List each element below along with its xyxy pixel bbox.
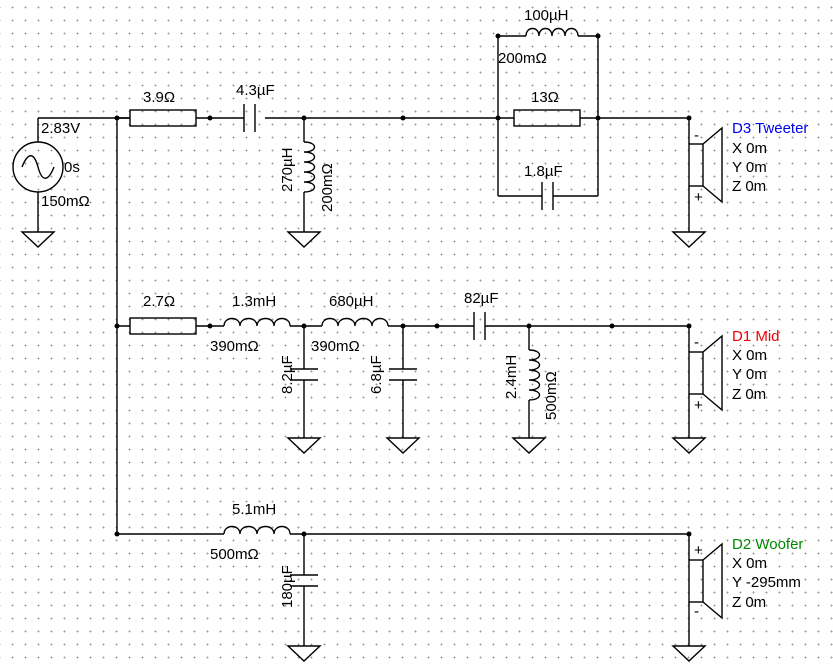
woofer-series-inductor[interactable]: 5.1mH 500mΩ bbox=[210, 501, 291, 563]
mid-driver[interactable]: - + D1 Mid X 0m Y 0m Z 0m bbox=[688, 326, 780, 438]
tweeter-x: X 0m bbox=[732, 140, 767, 157]
mid-x: X 0m bbox=[732, 347, 767, 364]
tweeter-shunt-inductor-res-label: 200mΩ bbox=[319, 163, 336, 212]
woofer-y: Y -295mm bbox=[732, 574, 801, 591]
mid-bottom-polarity: + bbox=[694, 397, 703, 414]
woofer-driver[interactable]: + - D2 Woofer X 0m Y -295mm Z 0m bbox=[688, 534, 803, 646]
tweeter-name: D3 Tweeter bbox=[732, 120, 808, 137]
ground-symbol-tweeter-shunt bbox=[286, 231, 322, 248]
mid-shunt-inductor[interactable]: 2.4mH 500mΩ bbox=[503, 326, 560, 438]
woofer-name: D2 Woofer bbox=[732, 536, 803, 553]
ground-symbol-source bbox=[20, 231, 56, 248]
tweeter-driver[interactable]: - + D3 Tweeter X 0m Y 0m Z 0m bbox=[688, 118, 808, 232]
notch-inductor-res-label: 200mΩ bbox=[498, 50, 547, 67]
mid-series-cap-label: 82µF bbox=[464, 290, 499, 307]
woofer-bottom-polarity: - bbox=[694, 603, 699, 620]
ground-symbol-mid-c2 bbox=[385, 437, 421, 454]
ground-symbol-mid-c1 bbox=[286, 437, 322, 454]
tweeter-notch-resistor[interactable]: 13Ω bbox=[513, 89, 581, 127]
source-phase: 0s bbox=[64, 159, 80, 176]
source-voltage: 2.83V bbox=[41, 120, 80, 137]
mid-name: D1 Mid bbox=[732, 328, 780, 345]
tweeter-notch-capacitor[interactable]: 1.8µF bbox=[498, 163, 598, 210]
voltage-source[interactable]: 2.83V 0s 150mΩ bbox=[12, 117, 130, 232]
ground-symbol-mid bbox=[671, 437, 707, 454]
mid-inductor-1[interactable]: 1.3mH 390mΩ bbox=[210, 293, 291, 355]
tweeter-shunt-inductor[interactable]: 270µH 200mΩ bbox=[279, 118, 336, 232]
mid-c2-label: 6.8µF bbox=[368, 355, 385, 394]
tweeter-series-capacitor[interactable]: 4.3µF bbox=[236, 82, 275, 132]
mid-shunt-cap-1[interactable]: 8.2µF bbox=[279, 326, 318, 438]
tweeter-y: Y 0m bbox=[732, 159, 767, 176]
mid-l1-res-label: 390mΩ bbox=[210, 338, 259, 355]
mid-series-resistor[interactable]: 2.7Ω bbox=[129, 293, 197, 335]
mid-l2-label: 680µH bbox=[329, 293, 374, 310]
mid-c1-label: 8.2µF bbox=[279, 355, 296, 394]
woofer-inductor-res-label: 500mΩ bbox=[210, 546, 259, 563]
woofer-x: X 0m bbox=[732, 555, 767, 572]
mid-inductor-2[interactable]: 680µH 390mΩ bbox=[311, 293, 389, 355]
tweeter-resistor-label: 3.9Ω bbox=[143, 89, 175, 106]
tweeter-notch-inductor[interactable]: 100µH 200mΩ bbox=[498, 7, 598, 67]
mid-l1-label: 1.3mH bbox=[232, 293, 276, 310]
mid-l2-res-label: 390mΩ bbox=[311, 338, 360, 355]
mid-shunt-inductor-label: 2.4mH bbox=[503, 355, 520, 399]
mid-resistor-label: 2.7Ω bbox=[143, 293, 175, 310]
woofer-cap-label: 180µF bbox=[279, 565, 296, 608]
ground-symbol-tweeter bbox=[671, 231, 707, 248]
mid-top-polarity: - bbox=[694, 334, 699, 351]
ground-symbol-woofer bbox=[671, 645, 707, 662]
tweeter-series-resistor[interactable]: 3.9Ω bbox=[129, 89, 197, 127]
tweeter-shunt-inductor-label: 270µH bbox=[279, 147, 296, 192]
notch-cap-label: 1.8µF bbox=[524, 163, 563, 180]
tweeter-cap-label: 4.3µF bbox=[236, 82, 275, 99]
notch-inductor-label: 100µH bbox=[524, 7, 569, 24]
mid-shunt-cap-2[interactable]: 6.8µF bbox=[368, 326, 417, 438]
mid-y: Y 0m bbox=[732, 366, 767, 383]
ground-symbol-mid-l bbox=[511, 437, 547, 454]
mid-z: Z 0m bbox=[732, 386, 766, 403]
mid-series-capacitor[interactable]: 82µF bbox=[464, 290, 499, 340]
woofer-top-polarity: + bbox=[694, 542, 703, 559]
tweeter-top-polarity: - bbox=[694, 127, 699, 144]
woofer-z: Z 0m bbox=[732, 594, 766, 611]
source-resistance: 150mΩ bbox=[41, 193, 90, 210]
notch-resistor-label: 13Ω bbox=[531, 89, 559, 106]
tweeter-bottom-polarity: + bbox=[694, 189, 703, 206]
ground-symbol-woofer-cap bbox=[286, 645, 322, 662]
junction-dots bbox=[114, 33, 692, 537]
woofer-inductor-label: 5.1mH bbox=[232, 501, 276, 518]
woofer-shunt-capacitor[interactable]: 180µF bbox=[279, 534, 318, 646]
mid-shunt-inductor-res-label: 500mΩ bbox=[543, 371, 560, 420]
tweeter-z: Z 0m bbox=[732, 178, 766, 195]
